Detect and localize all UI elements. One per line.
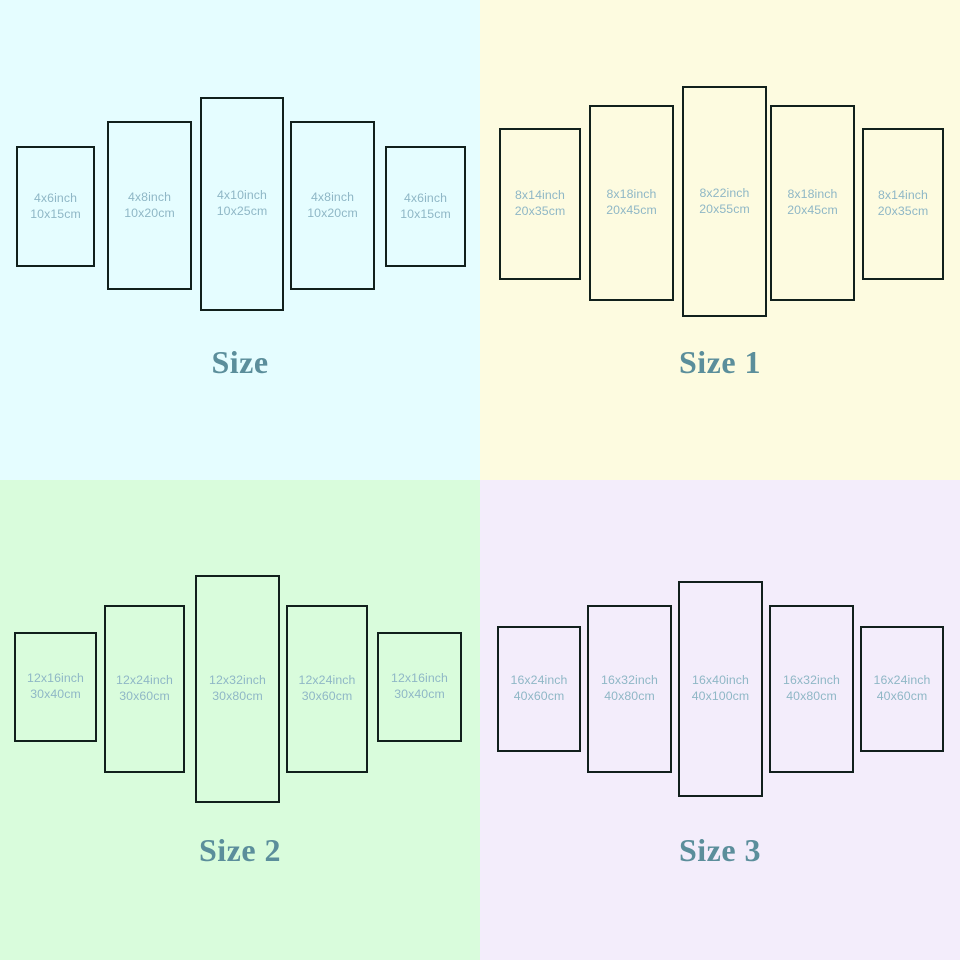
- quadrant-title-3: Size 3: [678, 832, 762, 868]
- panel-size-cm: 20x35cm: [514, 204, 566, 218]
- panel-size-cm: 10x20cm: [124, 205, 175, 220]
- panel-size-inch: 12x24inch: [116, 673, 173, 688]
- panel-size-inch: 16x24inch: [510, 673, 568, 688]
- panel-size-inch: 8x18inch: [606, 187, 657, 202]
- panel-size-cm: 20x55cm: [699, 201, 750, 216]
- panel-size-inch: 8x22inch: [699, 185, 750, 200]
- panel-size-inch: 4x8inch: [310, 189, 355, 204]
- panel-size-inch: 8x14inch: [877, 188, 928, 203]
- panel-size-cm: 10x15cm: [400, 206, 451, 221]
- panel-size-inch: 16x24inch: [873, 673, 931, 688]
- panel-size-inch: 16x32inch: [601, 673, 658, 688]
- panel-size-cm: 40x100cm: [691, 689, 750, 703]
- panel-size-cm: 30x40cm: [30, 687, 81, 701]
- panel-size-inch: 16x40inch: [692, 673, 749, 688]
- panel-size-cm: 30x40cm: [394, 687, 445, 701]
- panel-size-inch: 12x32inch: [209, 673, 266, 688]
- panel-size-cm: 10x20cm: [307, 205, 358, 220]
- panel-size-inch: 16x32inch: [783, 673, 840, 688]
- panel-size-cm: 30x60cm: [119, 689, 170, 703]
- panel-size-inch: 8x18inch: [787, 187, 838, 202]
- quadrant-title-0: Size: [211, 344, 269, 380]
- panel-size-cm: 40x60cm: [876, 689, 928, 703]
- panel-size-inch: 4x8inch: [127, 189, 172, 204]
- panel-size-inch: 12x16inch: [27, 671, 84, 686]
- panel-size-cm: 20x45cm: [787, 203, 838, 217]
- panel-size-inch: 12x16inch: [391, 671, 448, 686]
- quadrant-title-2: Size 2: [198, 832, 282, 868]
- panel-size-inch: 8x14inch: [514, 188, 565, 203]
- panel-size-cm: 10x25cm: [216, 204, 268, 218]
- panel-size-cm: 20x45cm: [606, 203, 657, 217]
- panel-size-inch: 12x24inch: [298, 673, 356, 688]
- panel-size-inch: 4x6inch: [33, 190, 78, 205]
- panel-size-cm: 10x15cm: [30, 206, 81, 221]
- panel-size-cm: 20x35cm: [877, 204, 929, 218]
- quadrant-title-1: Size 1: [678, 344, 762, 380]
- panel-size-cm: 30x80cm: [212, 689, 263, 703]
- panel-size-inch: 4x10inch: [216, 188, 267, 203]
- panel-size-cm: 40x80cm: [786, 689, 837, 703]
- panel-size-cm: 40x60cm: [513, 689, 565, 703]
- panel-size-cm: 30x60cm: [301, 689, 353, 703]
- panel-size-cm: 40x80cm: [604, 689, 655, 703]
- panel-size-inch: 4x6inch: [403, 190, 448, 205]
